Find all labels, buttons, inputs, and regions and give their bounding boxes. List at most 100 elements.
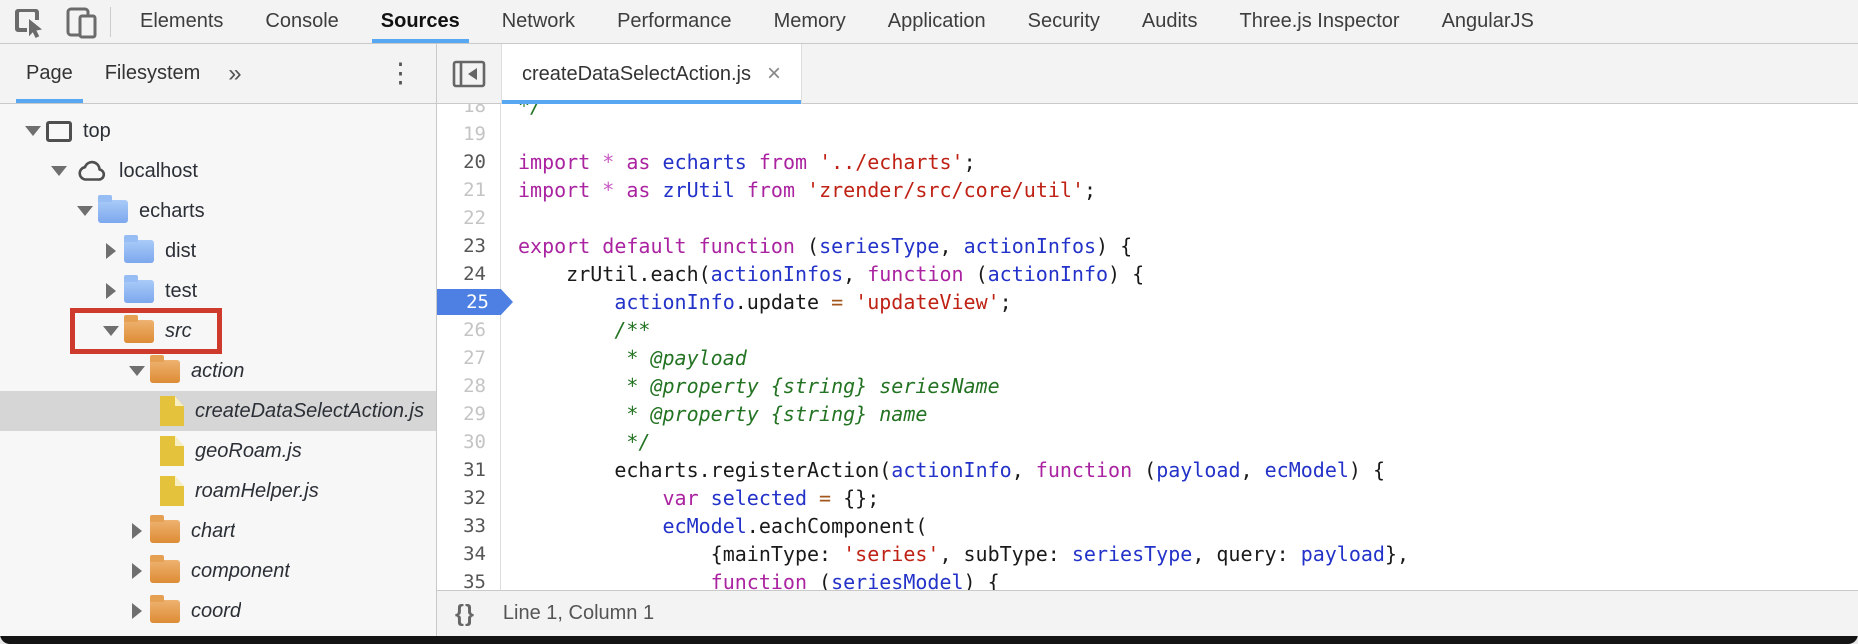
hide-navigator-icon[interactable]	[437, 44, 501, 103]
main-tab-performance[interactable]: Performance	[617, 10, 732, 32]
tree-item-label: top	[83, 119, 111, 142]
main-tab-memory[interactable]: Memory	[773, 10, 846, 32]
main-tab-three-js-inspector[interactable]: Three.js Inspector	[1239, 10, 1400, 32]
line-number[interactable]: 20	[437, 148, 501, 176]
device-toolbar-icon[interactable]	[64, 4, 100, 40]
overflow-menu-icon[interactable]: ⋮	[387, 58, 414, 88]
tree-item-label: localhost	[119, 159, 198, 182]
chevron-expanded-icon[interactable]	[103, 326, 119, 336]
line-number[interactable]: 28	[437, 372, 501, 400]
code-line-24: 24 zrUtil.each(actionInfos, function (ac…	[437, 260, 1858, 288]
code-text: actionInfo.update = 'updateView';	[614, 290, 1012, 314]
tree-item-label: dist	[165, 239, 197, 262]
main-tab-application[interactable]: Application	[887, 10, 986, 32]
code-text: var selected = {};	[662, 486, 880, 510]
code-text: * @property {string} seriesName	[518, 374, 1000, 398]
file-icon	[160, 476, 184, 506]
main-tab-elements[interactable]: Elements	[140, 10, 224, 32]
chevron-collapsed-icon[interactable]	[106, 243, 116, 259]
folder-orange-icon	[150, 354, 180, 383]
code-text: */	[518, 430, 651, 454]
code-line-28: 28 * @property {string} seriesName	[437, 372, 1858, 400]
toolbar-divider	[110, 6, 111, 37]
folder-blue-icon	[124, 234, 154, 263]
main-tab-audits[interactable]: Audits	[1141, 10, 1198, 32]
line-number[interactable]: 19	[437, 120, 501, 148]
breakpoint-line-number[interactable]: 25	[437, 288, 513, 316]
main-tab-console[interactable]: Console	[265, 10, 339, 32]
code-text: */	[518, 104, 543, 118]
editor-tab-title: createDataSelectAction.js	[522, 62, 752, 85]
line-number[interactable]: 21	[437, 176, 501, 204]
tree-item-src[interactable]: src	[0, 308, 436, 354]
code-line-33: 33 ecModel.eachComponent(	[437, 512, 1858, 540]
code-text	[501, 120, 518, 148]
close-tab-icon[interactable]: ×	[767, 60, 782, 87]
line-number[interactable]: 35	[437, 568, 501, 590]
tab-filesystem[interactable]: Filesystem	[104, 62, 201, 84]
tree-item-roamhelper-js[interactable]: roamHelper.js	[0, 471, 436, 511]
chevron-collapsed-icon[interactable]	[132, 603, 142, 619]
tab-page[interactable]: Page	[10, 44, 89, 103]
chevron-collapsed-icon[interactable]	[132, 563, 142, 579]
tree-item-label: component	[191, 559, 290, 582]
line-number[interactable]: 32	[437, 484, 501, 512]
tree-item-dist[interactable]: dist	[0, 231, 436, 271]
folder-blue-icon	[124, 274, 154, 303]
line-number[interactable]: 22	[437, 204, 501, 232]
file-icon	[160, 436, 184, 466]
tree-item-label: createDataSelectAction.js	[195, 399, 425, 422]
tree-item-georoam-js[interactable]: geoRoam.js	[0, 431, 436, 471]
line-number[interactable]: 27	[437, 344, 501, 372]
main-tab-sources[interactable]: Sources	[360, 0, 481, 43]
inspect-cursor-icon[interactable]	[12, 4, 48, 40]
code-line-35: 35 function (seriesModel) {	[437, 568, 1858, 590]
tree-item-echarts[interactable]: echarts	[0, 191, 436, 231]
tree-item-action[interactable]: action	[0, 351, 436, 391]
tree-item-component[interactable]: component	[0, 551, 436, 591]
line-number[interactable]: 33	[437, 512, 501, 540]
code-line-18: 18 */	[437, 104, 1858, 120]
chevron-expanded-icon[interactable]	[51, 166, 67, 176]
pretty-print-icon[interactable]: {}	[455, 600, 475, 626]
code-line-31: 31 echarts.registerAction(actionInfo, fu…	[437, 456, 1858, 484]
tree-item-label: geoRoam.js	[195, 439, 302, 462]
editor-tab-createdataselectaction[interactable]: createDataSelectAction.js ×	[501, 44, 803, 104]
cursor-position-text: Line 1, Column 1	[502, 602, 655, 624]
chevron-expanded-icon[interactable]	[77, 206, 93, 216]
devtools-main-toolbar: Elements Console Sources Network Performance…	[0, 0, 1858, 44]
chevron-collapsed-icon[interactable]	[106, 283, 116, 299]
tree-item-coord[interactable]: coord	[0, 591, 436, 631]
line-number[interactable]: 23	[437, 232, 501, 260]
line-number[interactable]: 26	[437, 316, 501, 344]
line-number[interactable]: 34	[437, 540, 501, 568]
breakpoint-marker[interactable]: 25	[437, 289, 513, 315]
line-number[interactable]: 18	[437, 104, 501, 120]
main-tab-bar: Elements Console Sources Network Performance…	[119, 0, 1555, 43]
line-number[interactable]: 30	[437, 428, 501, 456]
tree-item-chart[interactable]: chart	[0, 511, 436, 551]
tree-item-localhost[interactable]: localhost	[0, 151, 436, 191]
chevron-expanded-icon[interactable]	[25, 126, 41, 136]
toolbar-icon-group	[0, 4, 108, 40]
code-line-19: 19	[437, 120, 1858, 148]
tree-item-test[interactable]: test	[0, 271, 436, 311]
more-tabs-icon[interactable]: »	[228, 59, 242, 87]
folder-orange-icon	[150, 514, 180, 543]
main-tab-angularjs[interactable]: AngularJS	[1441, 10, 1534, 32]
chevron-expanded-icon[interactable]	[129, 366, 145, 376]
line-number[interactable]: 31	[437, 456, 501, 484]
chevron-collapsed-icon[interactable]	[132, 523, 142, 539]
tree-item-createdataselectaction-js[interactable]: createDataSelectAction.js	[0, 391, 436, 431]
code-line-34: 34 {mainType: 'series', subType: seriesT…	[437, 540, 1858, 568]
main-tab-network[interactable]: Network	[501, 10, 576, 32]
line-number[interactable]: 24	[437, 260, 501, 288]
line-number[interactable]: 29	[437, 400, 501, 428]
tree-item-top[interactable]: top	[0, 111, 436, 151]
code-text: function (seriesModel) {	[710, 570, 1000, 590]
main-tab-security[interactable]: Security	[1027, 10, 1100, 32]
